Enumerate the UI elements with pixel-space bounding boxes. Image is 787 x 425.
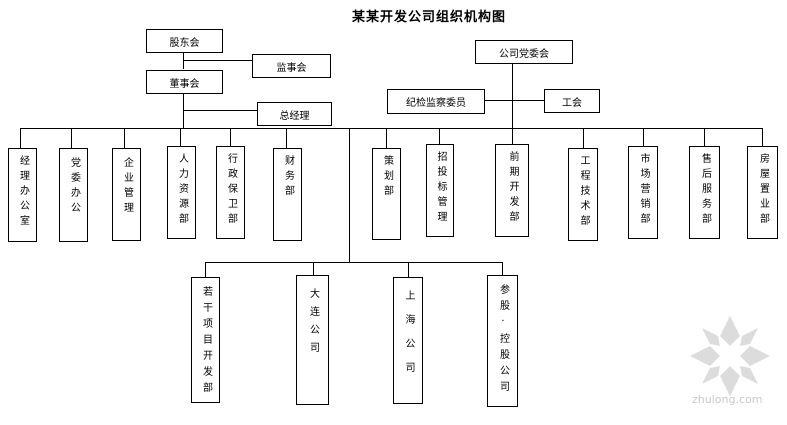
connector — [313, 262, 314, 276]
connector — [583, 128, 584, 149]
connector — [124, 128, 125, 149]
board-box: 董事会 — [146, 70, 223, 94]
dept-label: 企业管理 — [121, 157, 133, 217]
connector — [439, 128, 440, 145]
gm-label: 总经理 — [279, 110, 310, 122]
union-box: 工会 — [544, 89, 600, 113]
connector — [20, 128, 21, 149]
connector — [183, 60, 253, 61]
subsidiary-label: 大连公司 — [307, 288, 319, 360]
connector — [386, 128, 387, 149]
connector — [349, 128, 350, 263]
gm-box: 总经理 — [257, 102, 332, 126]
discipline-label: 纪检监察委员 — [406, 98, 466, 109]
subsidiary-box: 大连公司 — [296, 275, 329, 405]
subsidiary-bus-line — [205, 262, 503, 263]
connector — [643, 128, 644, 147]
connector — [502, 262, 503, 276]
shareholders-label: 股东会 — [169, 37, 200, 49]
connector — [205, 262, 206, 278]
dept-box: 房屋置业部 — [747, 146, 778, 239]
dept-label: 市场营销部 — [638, 153, 649, 228]
connector — [408, 262, 409, 278]
connector — [183, 110, 258, 111]
subsidiary-box: 若干项目开发部 — [191, 277, 220, 403]
watermark-text: zhulong.com — [692, 393, 763, 406]
chart-title: 某某开发公司组织机构图 — [352, 10, 507, 25]
dept-box: 工程技术部 — [568, 148, 598, 241]
dept-label: 房屋置业部 — [757, 153, 769, 228]
watermark-logo-icon — [690, 316, 770, 396]
dept-box: 党委办公 — [59, 148, 88, 242]
dept-box: 企业管理 — [112, 148, 141, 241]
dept-box: 财务部 — [273, 148, 302, 241]
connector — [483, 100, 545, 101]
dept-box: 前期开发部 — [495, 144, 529, 237]
dept-label: 行政保卫部 — [225, 153, 237, 228]
board-label: 董事会 — [169, 78, 200, 90]
party-committee-box: 公司党委会 — [475, 40, 573, 64]
dept-label: 售后服务部 — [699, 153, 711, 228]
dept-label: 经理办公室 — [17, 155, 29, 230]
connector — [180, 128, 181, 147]
connector — [762, 128, 763, 147]
party-committee-label: 公司党委会 — [499, 48, 549, 60]
dept-label: 财务部 — [282, 155, 294, 200]
dept-label: 前期开发部 — [507, 151, 518, 226]
subsidiary-label: 上海公司 — [403, 290, 414, 386]
connector — [71, 128, 72, 149]
connector — [512, 128, 513, 145]
dept-label: 策划部 — [381, 155, 393, 200]
dept-box: 策划部 — [372, 148, 401, 240]
dept-box: 经理办公室 — [8, 148, 37, 242]
connector — [704, 128, 705, 147]
dept-box: 人力资源部 — [167, 146, 196, 239]
subsidiary-box: 上海公司 — [393, 277, 423, 404]
connector — [512, 63, 513, 128]
dept-label: 工程技术部 — [578, 155, 589, 230]
supervisors-box: 监事会 — [252, 54, 331, 78]
subsidiary-box: 参股·控股公司 — [487, 275, 518, 407]
dept-label: 招投标管理 — [435, 151, 446, 226]
dept-box: 市场营销部 — [628, 146, 658, 239]
dept-box: 招投标管理 — [426, 144, 454, 237]
union-label: 工会 — [562, 97, 582, 109]
connector — [230, 128, 231, 147]
subsidiary-label: 参股·控股公司 — [497, 284, 509, 397]
shareholders-box: 股东会 — [146, 29, 223, 53]
connector — [286, 128, 287, 149]
supervisors-label: 监事会 — [276, 62, 307, 74]
dept-label: 党委办公 — [68, 157, 80, 217]
dept-bus-line — [20, 128, 762, 129]
dept-label: 人力资源部 — [176, 153, 188, 228]
discipline-box: 纪检监察委员 — [387, 89, 485, 114]
dept-box: 行政保卫部 — [216, 146, 245, 239]
dept-box: 售后服务部 — [689, 146, 720, 239]
subsidiary-label: 若干项目开发部 — [200, 286, 212, 398]
